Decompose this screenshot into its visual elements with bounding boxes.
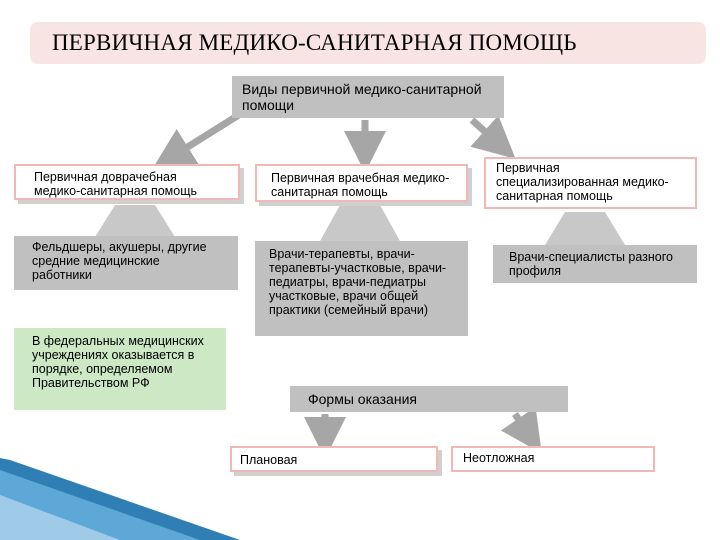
triangle-type2 bbox=[320, 205, 400, 241]
triangle-type3 bbox=[545, 212, 625, 245]
form-urgent: Неотложная bbox=[451, 446, 655, 472]
type-medical: Первичная врачебная медико-санитарная по… bbox=[255, 164, 468, 202]
triangle-type1 bbox=[95, 205, 175, 237]
federal-note: В федеральных медицинских учреждениях ок… bbox=[14, 328, 226, 410]
root-node: Виды первичной медико-санитарной помощи bbox=[232, 76, 504, 118]
arrow-to-type3 bbox=[469, 115, 516, 159]
page-title: ПЕРВИЧНАЯ МЕДИКО-САНИТАРНАЯ ПОМОЩЬ bbox=[52, 30, 577, 55]
type-pre-medical: Первичная доврачебная медико-санитарная … bbox=[14, 164, 240, 200]
arrow-to-urgent bbox=[500, 406, 542, 454]
staff-pre-medical: Фельдшеры, акушеры, другие средние медиц… bbox=[14, 236, 238, 290]
decor-swoosh bbox=[0, 458, 240, 540]
type-specialized: Первичная специализированная медико-сани… bbox=[484, 157, 697, 209]
staff-specialized: Врачи-специалисты разного профиля bbox=[493, 245, 697, 283]
forms-node: Формы оказания bbox=[290, 386, 568, 412]
form-planned: Плановая bbox=[230, 446, 438, 472]
staff-medical: Врачи-терапевты, врачи-терапевты-участко… bbox=[255, 241, 468, 336]
title-bar: ПЕРВИЧНАЯ МЕДИКО-САНИТАРНАЯ ПОМОЩЬ bbox=[30, 22, 706, 64]
